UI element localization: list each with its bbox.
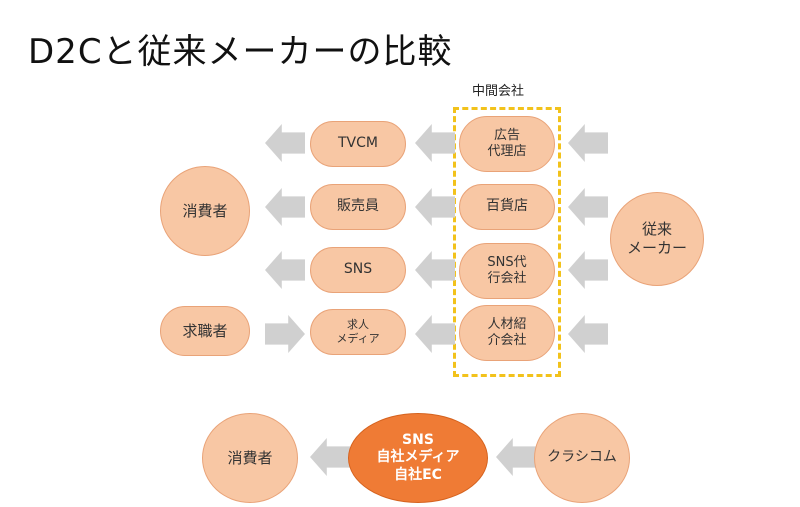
sales-staff-node: 販売員 — [310, 184, 406, 230]
arrow-maker-to-staffing — [568, 315, 608, 353]
arrow-maker-to-snsagency — [568, 251, 608, 289]
brand-node: クラシコム — [534, 413, 630, 503]
arrow-snsagency-to-sns — [415, 251, 455, 289]
arrow-sales-to-consumer — [265, 188, 305, 226]
arrow-maker-to-agency — [568, 124, 608, 162]
bottom-consumer-node: 消費者 — [202, 413, 298, 503]
department-store-node: 百貨店 — [459, 184, 555, 230]
arrow-jobseeker-to-media — [265, 315, 305, 353]
staffing-agency-node: 人材紹 介会社 — [459, 305, 555, 361]
arrow-tvcm-to-consumer — [265, 124, 305, 162]
sns-node: SNS — [310, 247, 406, 293]
d2c-channels-node: SNS 自社メディア 自社EC — [348, 413, 488, 503]
intermediary-label: 中間会社 — [472, 84, 525, 99]
arrow-brand-to-channels — [496, 438, 536, 476]
page-title: D2Cと従来メーカーの比較 — [28, 32, 453, 72]
intermediary-box — [453, 107, 561, 377]
arrow-agency-to-tvcm — [415, 124, 455, 162]
arrow-maker-to-store — [568, 188, 608, 226]
tvcm-node: TVCM — [310, 121, 406, 167]
ad-agency-node: 広告 代理店 — [459, 116, 555, 172]
arrow-sns-to-consumer — [265, 251, 305, 289]
arrow-store-to-sales — [415, 188, 455, 226]
arrow-staffing-to-media — [415, 315, 455, 353]
maker-node: 従来 メーカー — [610, 192, 704, 286]
job-media-node: 求人 メディア — [310, 309, 406, 355]
sns-agency-node: SNS代 行会社 — [459, 243, 555, 299]
arrow-channels-to-consumer — [310, 438, 350, 476]
consumer-node: 消費者 — [160, 166, 250, 256]
job-seeker-node: 求職者 — [160, 306, 250, 356]
